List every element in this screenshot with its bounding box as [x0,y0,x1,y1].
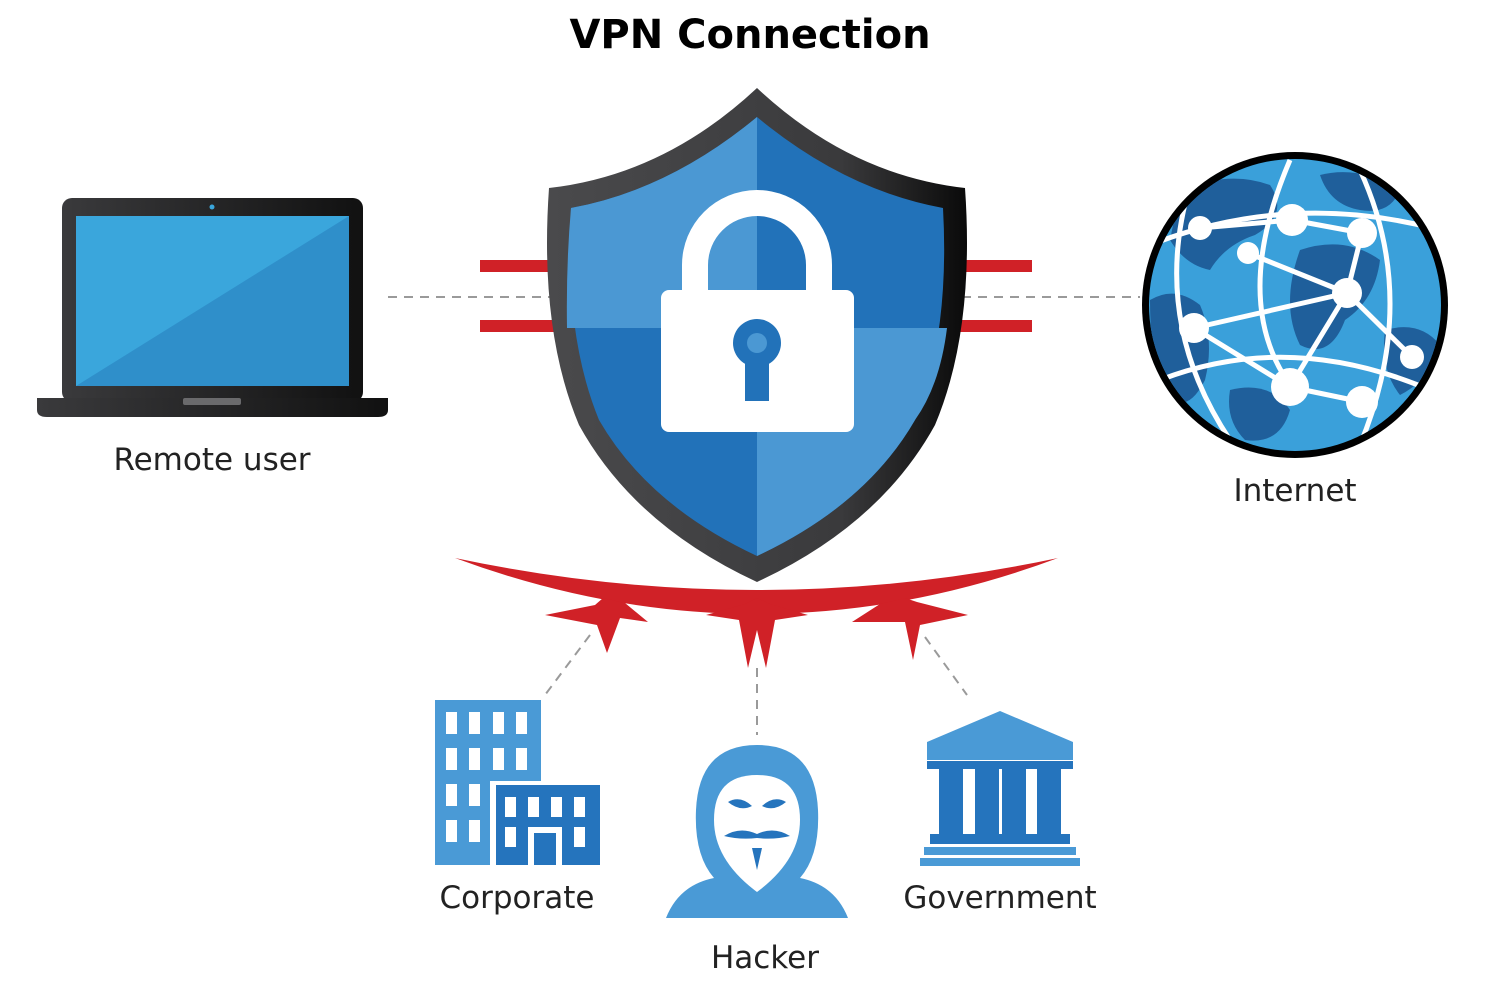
hacker-label: Hacker [665,940,865,976]
shield-lock-icon [547,88,967,582]
office-building-icon [435,700,600,865]
globe-network-icon [1142,152,1448,458]
internet-label: Internet [1195,473,1395,509]
laptop-icon [37,198,388,417]
hooded-hacker-icon [666,745,848,918]
government-building-icon [920,711,1080,866]
remote-user-label: Remote user [62,442,362,478]
corporate-label: Corporate [417,880,617,916]
government-label: Government [890,880,1110,916]
